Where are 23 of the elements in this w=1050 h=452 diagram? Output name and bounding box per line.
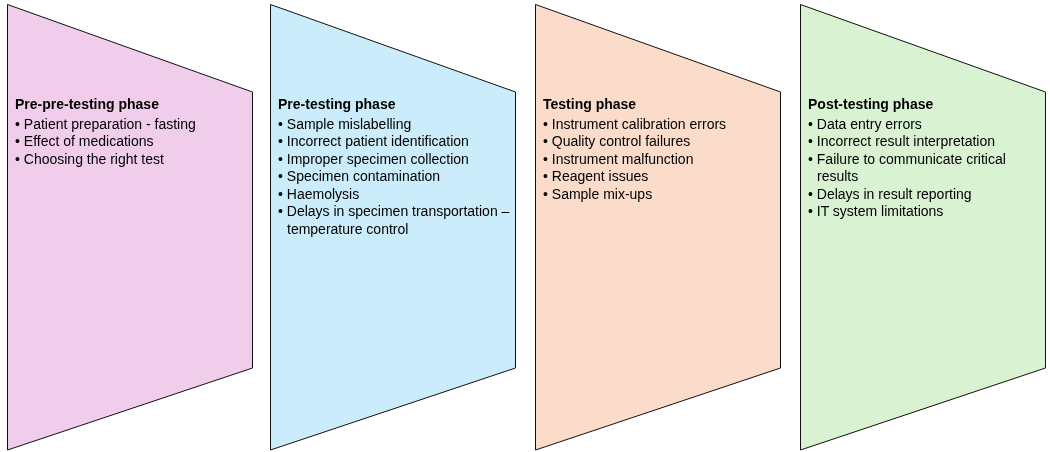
bullet-item: • Delays in result reporting <box>808 185 973 203</box>
bullet-item: • Incorrect patient identification <box>278 133 470 151</box>
bullet-item: • Effect of medications <box>15 133 155 151</box>
bullet-item: • Instrument calibration errors <box>543 115 728 133</box>
bullet-item: • Sample mix-ups <box>543 185 654 203</box>
phase-heading: Pre-pre-testing phase <box>15 96 160 114</box>
bullet-item: • Specimen contamination <box>278 168 442 186</box>
phase-heading: Pre-testing phase <box>278 96 397 114</box>
bullet-item: • Failure to communicate critical results <box>808 150 1007 186</box>
bullet-item: • Sample mislabelling <box>278 115 413 133</box>
bullet-item: • Data entry errors <box>808 115 923 133</box>
bullet-item: • Incorrect result interpretation <box>808 133 996 151</box>
bullet-item: • Quality control failures <box>543 133 692 151</box>
bullet-item: • Instrument malfunction <box>543 150 695 168</box>
bullet-item: • Reagent issues <box>543 168 650 186</box>
bullet-item: • Patient preparation - fasting <box>15 115 197 133</box>
bullet-item: • Delays in specimen transportation – temperature control <box>278 203 511 238</box>
bullet-item: • Improper specimen collection <box>278 150 470 168</box>
phase-heading: Testing phase <box>543 96 638 114</box>
bullet-item: • IT system limitations <box>808 203 945 221</box>
bullet-item: • Choosing the right test <box>15 150 165 168</box>
phase-heading: Post-testing phase <box>808 96 935 114</box>
bullet-item: • Haemolysis <box>278 185 361 203</box>
